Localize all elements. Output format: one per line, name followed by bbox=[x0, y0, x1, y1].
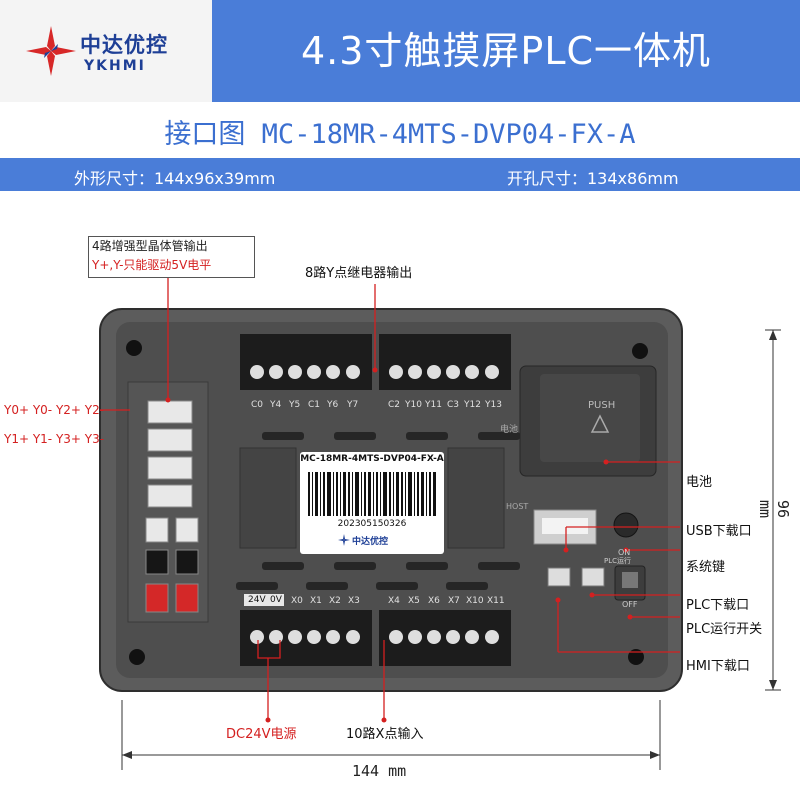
term-label: Y10 bbox=[405, 400, 422, 410]
terminal-block-top-right bbox=[379, 334, 511, 390]
brand-sub: YKHMI bbox=[84, 58, 146, 74]
callout-line-power bbox=[257, 640, 281, 659]
power-label-bg bbox=[244, 594, 284, 606]
sticker-logo-icon bbox=[338, 534, 350, 546]
vent-slots bbox=[236, 432, 520, 590]
height-dimension: 96 mm bbox=[756, 500, 792, 519]
width-dimension: 144 mm bbox=[352, 762, 407, 780]
bottom-screws bbox=[250, 630, 499, 644]
term-label: X11 bbox=[487, 596, 505, 606]
screw-tl bbox=[126, 340, 142, 356]
term-label: X1 bbox=[310, 596, 322, 606]
screw-tr bbox=[632, 343, 648, 359]
term-label: Y12 bbox=[464, 400, 481, 410]
small-connectors bbox=[145, 517, 199, 613]
plc-download-label: PLC下载口 bbox=[686, 598, 750, 613]
term-label: X6 bbox=[428, 596, 440, 606]
interface-subtitle: 接口图 MC-18MR-4MTS-DVP04-FX-A bbox=[164, 119, 636, 150]
transistor-note-1: 4路增强型晶体管输出 bbox=[92, 239, 208, 253]
push-label: PUSH bbox=[588, 400, 616, 411]
on-mark: ON bbox=[618, 548, 631, 557]
spec-bar: 外形尺寸：144x96x39mm 开孔尺寸：134x86mm bbox=[0, 158, 800, 191]
term-label: C1 bbox=[308, 400, 321, 410]
term-label: Y11 bbox=[425, 400, 442, 410]
system-key bbox=[613, 512, 639, 538]
sticker-model: MC-18MR-4MTS-DVP04-FX-A bbox=[300, 454, 444, 464]
term-label: Y13 bbox=[485, 400, 502, 410]
off-mark: OFF bbox=[622, 600, 638, 609]
arrow-triangle-icon bbox=[590, 414, 610, 433]
term-label: X0 bbox=[291, 596, 303, 606]
page-title: 4.3寸触摸屏PLC一体机 bbox=[300, 29, 712, 73]
term-label: C0 bbox=[251, 400, 264, 410]
sticker-serial: 202305150326 bbox=[337, 519, 407, 529]
plc-run-mark: PLC运行 bbox=[604, 557, 632, 565]
term-label: C2 bbox=[388, 400, 401, 410]
logo-area: 中达优控 YKHMI bbox=[0, 0, 212, 102]
term-label: Y6 bbox=[327, 400, 339, 410]
term-label: Y4 bbox=[270, 400, 282, 410]
battery-tab bbox=[540, 374, 640, 462]
term-label: X4 bbox=[388, 596, 400, 606]
terminal-block-top-left bbox=[240, 334, 372, 390]
usb-label: USB下载口 bbox=[686, 524, 752, 539]
top-screws bbox=[250, 365, 499, 379]
run-switch-label: PLC运行开关 bbox=[686, 622, 763, 637]
term-label: 0V bbox=[270, 595, 282, 605]
model-sticker: MC-18MR-4MTS-DVP04-FX-A 202305150326 中达优… bbox=[300, 452, 444, 554]
term-label: X7 bbox=[448, 596, 460, 606]
plc-mini-usb bbox=[581, 567, 605, 587]
relay-output-label: 8路Y点继电器输出 bbox=[305, 266, 413, 281]
term-label: X2 bbox=[329, 596, 341, 606]
grill-right bbox=[447, 447, 505, 549]
transistor-note: 4路增强型晶体管输出 Y+,Y-只能驱动5V电平 bbox=[88, 236, 255, 278]
outer-dimensions: 外形尺寸：144x96x39mm bbox=[74, 169, 276, 188]
host-mark: HOST bbox=[506, 502, 529, 511]
y-row1-label: Y0+ Y0- Y2+ Y2- bbox=[4, 403, 105, 417]
system-key-label: 系统键 bbox=[686, 560, 726, 575]
power-label: DC24V电源 bbox=[226, 727, 297, 742]
sticker-brand: 中达优控 bbox=[352, 537, 389, 547]
grill-left bbox=[239, 447, 297, 549]
term-label: Y7 bbox=[347, 400, 359, 410]
y-row2-label: Y1+ Y1- Y3+ Y3- bbox=[4, 432, 105, 446]
barcode bbox=[308, 472, 436, 516]
term-label: Y5 bbox=[289, 400, 301, 410]
term-label: X10 bbox=[466, 596, 484, 606]
white-connectors bbox=[147, 400, 193, 508]
yk-star-logo-icon bbox=[26, 26, 76, 76]
term-label: 24V bbox=[248, 595, 266, 605]
screw-bl bbox=[129, 649, 145, 665]
screw-br bbox=[628, 649, 644, 665]
term-label: X3 bbox=[348, 596, 360, 606]
hmi-download-label: HMI下载口 bbox=[686, 659, 750, 674]
battery-mark: 电池 bbox=[500, 425, 519, 435]
inputs-label: 10路X点输入 bbox=[346, 727, 424, 742]
battery-label: 电池 bbox=[686, 475, 713, 490]
term-label: C3 bbox=[447, 400, 460, 410]
cutout-dimensions: 开孔尺寸：134x86mm bbox=[507, 169, 679, 188]
hmi-mini-usb bbox=[547, 567, 571, 587]
brand-name: 中达优控 bbox=[80, 33, 168, 57]
term-label: X5 bbox=[408, 596, 420, 606]
transistor-note-2: Y+,Y-只能驱动5V电平 bbox=[92, 258, 212, 272]
